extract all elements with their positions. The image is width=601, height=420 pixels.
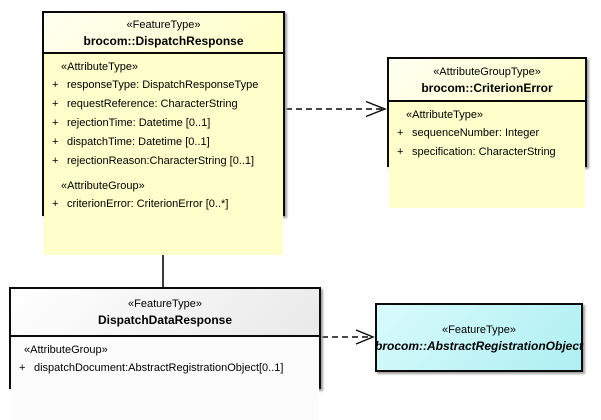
class-name: brocom::CriterionError bbox=[421, 80, 553, 95]
attribute-text: criterionError: CriterionError [0..*] bbox=[67, 198, 229, 210]
class-header: «FeatureType» brocom::AbstractRegistrati… bbox=[374, 305, 584, 370]
attribute-row[interactable]: + specification: CharacterString bbox=[389, 143, 585, 162]
class-header: «FeatureType» DispatchDataResponse bbox=[11, 289, 319, 337]
visibility: + bbox=[52, 79, 59, 91]
attribute-text: requestReference: CharacterString bbox=[67, 98, 238, 110]
visibility: + bbox=[52, 117, 59, 129]
class-stereotype: «FeatureType» bbox=[128, 298, 202, 310]
attribute-group-header: «AttributeGroup» bbox=[61, 180, 145, 192]
visibility: + bbox=[19, 362, 26, 374]
attribute-type-header: «AttributeType» bbox=[406, 109, 484, 121]
class-attributes-compartment: «AttributeType» + responseType: Dispatch… bbox=[44, 54, 283, 255]
open-arrowhead-icon bbox=[365, 100, 387, 118]
visibility: + bbox=[397, 146, 404, 158]
visibility: + bbox=[52, 155, 59, 167]
attribute-row[interactable]: + rejectionTime: Datetime [0..1] bbox=[44, 114, 283, 133]
class-name: brocom::AbstractRegistrationObject bbox=[374, 338, 584, 353]
attribute-text: rejectionReason:CharacterString [0..1] bbox=[67, 155, 255, 167]
attribute-text: responseType: DispatchResponseType bbox=[67, 79, 259, 91]
attribute-group-header: «AttributeGroup» bbox=[24, 344, 108, 356]
class-header: «FeatureType» brocom::DispatchResponse bbox=[44, 13, 283, 54]
attribute-row[interactable]: + dispatchDocument:AbstractRegistrationO… bbox=[11, 359, 319, 378]
attribute-row[interactable]: + criterionError: CriterionError [0..*] bbox=[44, 195, 283, 214]
class-dispatch-response[interactable]: «FeatureType» brocom::DispatchResponse «… bbox=[42, 11, 285, 255]
attribute-row[interactable]: + requestReference: CharacterString bbox=[44, 95, 283, 114]
visibility: + bbox=[397, 127, 404, 139]
attribute-text: rejectionTime: Datetime [0..1] bbox=[67, 117, 211, 129]
attribute-text: specification: CharacterString bbox=[412, 146, 556, 158]
attribute-text: dispatchDocument:AbstractRegistrationObj… bbox=[34, 362, 284, 374]
class-name: DispatchDataResponse bbox=[97, 313, 233, 327]
attribute-row[interactable]: + responseType: DispatchResponseType bbox=[44, 76, 283, 95]
class-stereotype: «AttributeGroupType» bbox=[433, 65, 541, 78]
open-arrowhead-icon bbox=[355, 329, 375, 345]
class-attributes-compartment: «AttributeType» + sequenceNumber: Intege… bbox=[389, 102, 585, 208]
dependency-arrow-dispatchresponse-to-criterionerror[interactable] bbox=[286, 100, 387, 118]
class-header: «AttributeGroupType» brocom::CriterionEr… bbox=[389, 59, 585, 102]
class-stereotype: «FeatureType» bbox=[126, 18, 201, 31]
class-name: brocom::DispatchResponse bbox=[83, 33, 244, 48]
class-attributes-compartment: «AttributeGroup» + dispatchDocument:Abst… bbox=[11, 337, 319, 420]
class-criterion-error[interactable]: «AttributeGroupType» brocom::CriterionEr… bbox=[387, 57, 587, 208]
visibility: + bbox=[52, 98, 59, 110]
attribute-text: dispatchTime: Datetime [0..1] bbox=[67, 136, 210, 148]
attribute-row[interactable]: + dispatchTime: Datetime [0..1] bbox=[44, 133, 283, 152]
visibility: + bbox=[52, 198, 59, 210]
class-abstract-registration-object[interactable]: «FeatureType» brocom::AbstractRegistrati… bbox=[375, 303, 583, 372]
visibility: + bbox=[52, 136, 59, 148]
dependency-arrow-dispatchdataresponse-to-abstractregistrationobject[interactable] bbox=[322, 329, 375, 345]
attribute-row[interactable]: + sequenceNumber: Integer bbox=[389, 124, 585, 143]
class-dispatch-data-response[interactable]: «FeatureType» DispatchDataResponse «Attr… bbox=[9, 287, 321, 420]
attribute-text: sequenceNumber: Integer bbox=[412, 127, 540, 139]
class-stereotype: «FeatureType» bbox=[442, 323, 516, 336]
attribute-type-header: «AttributeType» bbox=[61, 61, 139, 73]
attribute-row[interactable]: + rejectionReason:CharacterString [0..1] bbox=[44, 152, 283, 171]
